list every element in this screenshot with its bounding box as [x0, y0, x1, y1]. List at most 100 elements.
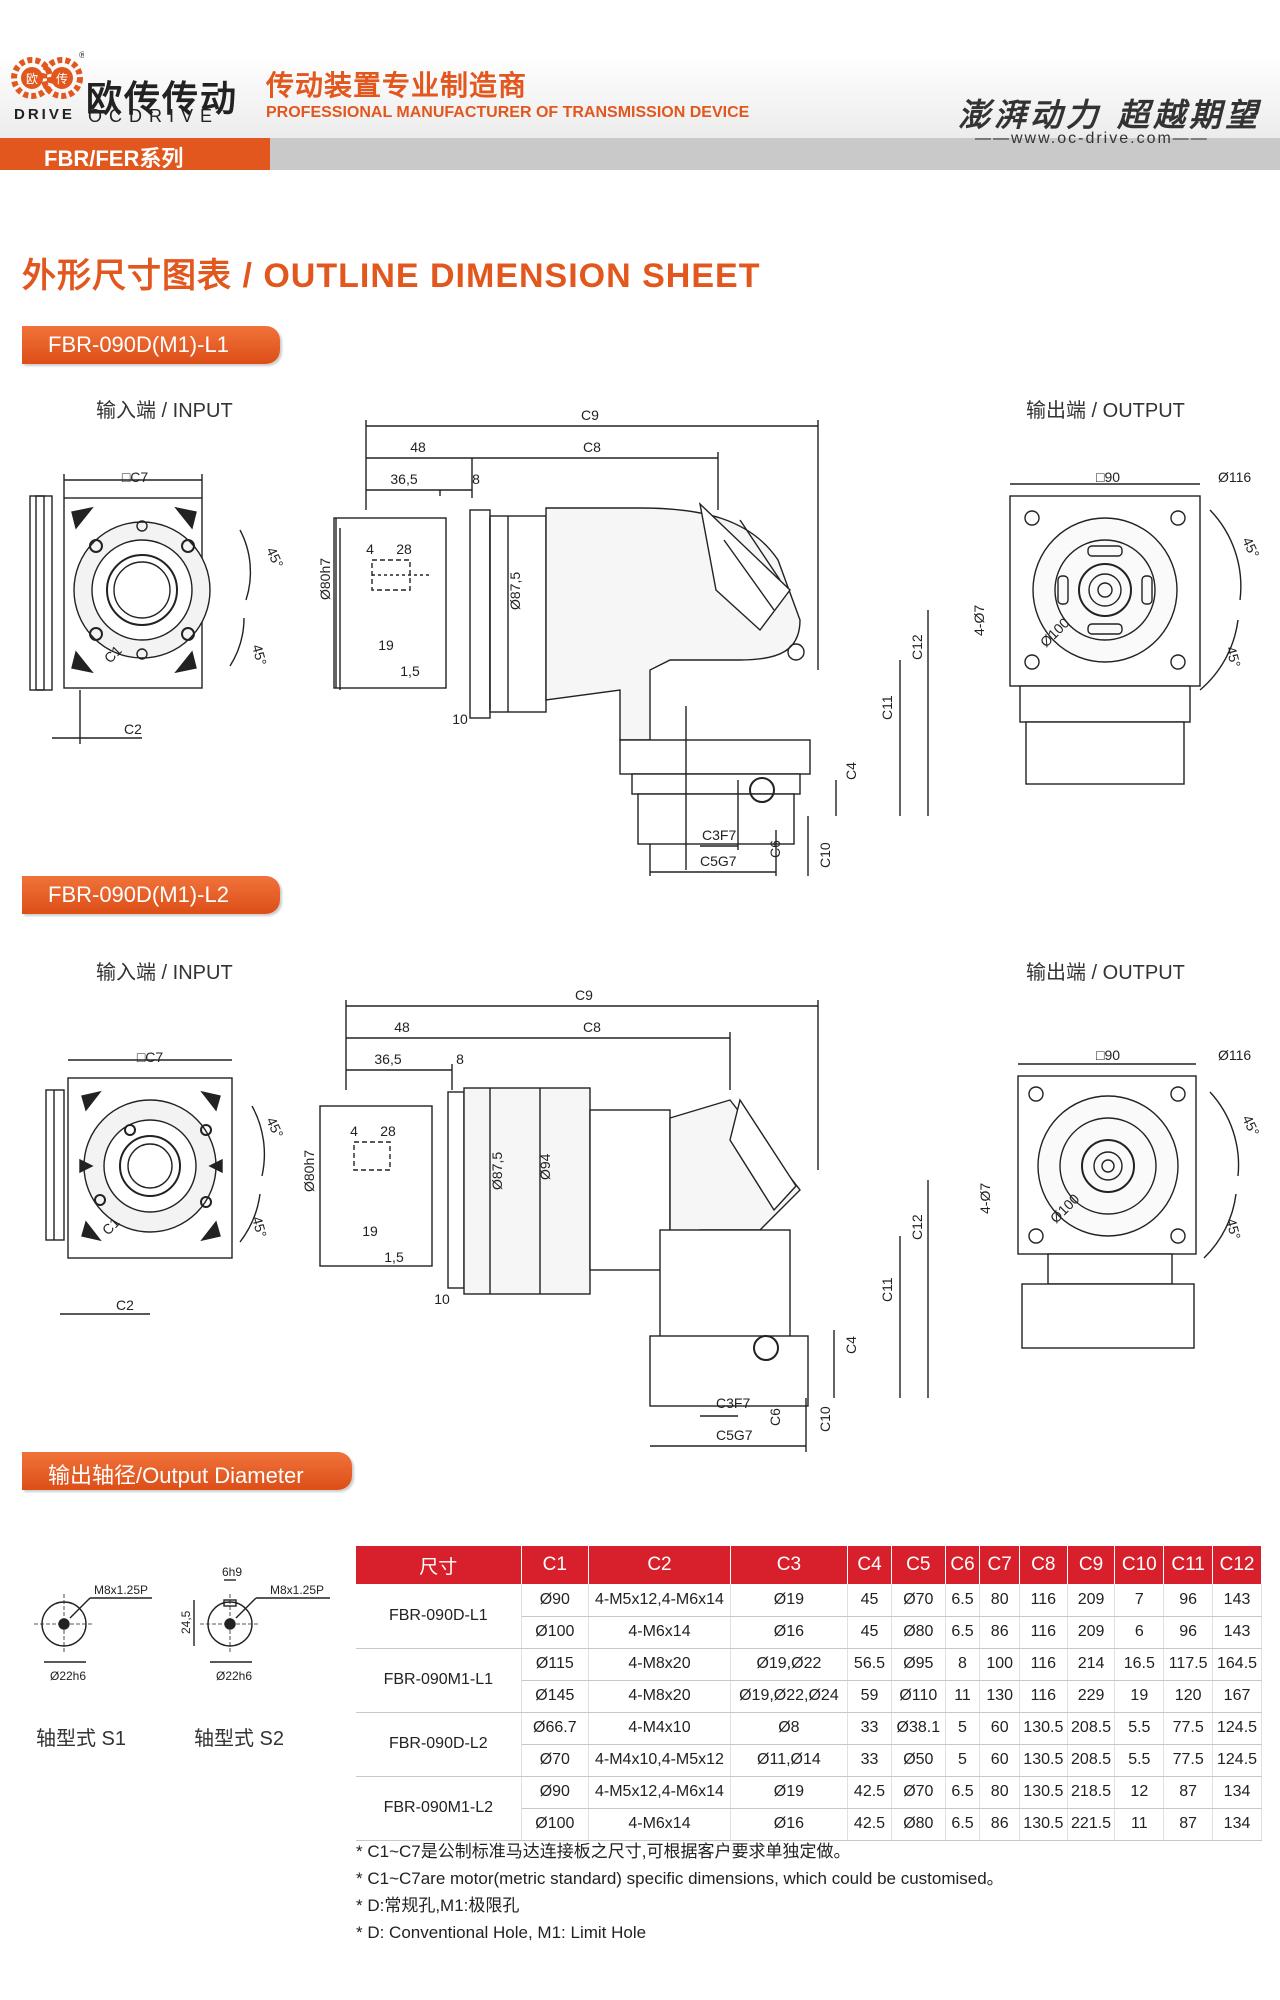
brand-name-cn: 欧传传动: [86, 78, 239, 119]
table-cell: 124.5: [1212, 1744, 1262, 1777]
dim-875-l2: Ø87,5: [489, 1152, 505, 1190]
table-cell: 134: [1212, 1808, 1262, 1841]
table-cell: 4-M6x14: [588, 1808, 731, 1841]
dim-c8-l1: C8: [583, 439, 601, 455]
series-tab: FBR/FER系列: [0, 138, 270, 171]
shaft-s1-label: 轴型式 S1: [36, 1728, 127, 1750]
table-cell: 7: [1114, 1584, 1165, 1617]
dim-c7-l1: □C7: [122, 469, 149, 485]
table-cell: 124.5: [1212, 1712, 1262, 1745]
table-cell: 167: [1212, 1680, 1262, 1713]
table-cell: 80: [979, 1776, 1020, 1809]
note-line: * D:常规孔,M1:极限孔: [356, 1896, 520, 1915]
dim-80-l1: Ø80h7: [317, 558, 333, 600]
dim-28-l1: 28: [396, 541, 412, 557]
angle-label-l1b: 45°: [249, 643, 270, 668]
table-cell: 209: [1067, 1616, 1116, 1649]
dim-c4-l2: C4: [843, 1336, 859, 1354]
svg-text:®: ®: [78, 51, 84, 61]
table-cell: Ø70: [891, 1776, 946, 1809]
table-header-cell: C7: [979, 1546, 1020, 1584]
dim-365-l2: 36,5: [374, 1051, 401, 1067]
angle-out-l2b: 45°: [1223, 1217, 1244, 1242]
table-cell: 6: [1114, 1616, 1165, 1649]
dim-c11-l1: C11: [879, 695, 895, 720]
notes: * C1~C7是公制标准马达连接板之尺寸,可根据客户要求单独定做。 * C1~C…: [356, 1838, 1004, 1946]
dim-sq90-l2: □90: [1096, 1047, 1120, 1063]
table-cell: Ø19,Ø22,Ø24: [730, 1680, 848, 1713]
table-cell: 130.5: [1019, 1808, 1068, 1841]
table-cell: 208.5: [1067, 1744, 1116, 1777]
s1-thread: M8x1.25P: [94, 1583, 148, 1597]
table-cell: 86: [979, 1616, 1020, 1649]
table-cell: 4-M4x10,4-M5x12: [588, 1744, 731, 1777]
table-cell: Ø80: [891, 1616, 946, 1649]
table-header-cell: C3: [730, 1546, 848, 1584]
dim-c4-l1: C4: [843, 762, 859, 780]
table-cell: 5: [945, 1744, 981, 1777]
table-cell: Ø19: [730, 1776, 848, 1809]
table-cell: 218.5: [1067, 1776, 1116, 1809]
table-cell: Ø80: [891, 1808, 946, 1841]
table-cell: 5.5: [1114, 1744, 1165, 1777]
table-cell: Ø16: [730, 1808, 848, 1841]
svg-text:欧: 欧: [26, 72, 38, 86]
shaft-s2-label: 轴型式 S2: [194, 1728, 285, 1750]
angle-label-l1a: 45°: [263, 545, 286, 571]
table-cell: Ø50: [891, 1744, 946, 1777]
s2-key: 6h9: [222, 1565, 242, 1579]
table-cell: 60: [979, 1712, 1020, 1745]
table-header-cell: C12: [1212, 1546, 1262, 1584]
table-cell: 86: [979, 1808, 1020, 1841]
sheet-title: 外形尺寸图表 / OUTLINE DIMENSION SHEET: [22, 257, 761, 295]
website-link[interactable]: ——www.oc-drive.com——: [975, 130, 1209, 147]
drawing-l1: □C7 C1 C2 45° 45°: [0, 400, 1280, 890]
dim-c7-l2: □C7: [137, 1049, 164, 1065]
dim-c10-l2: C10: [817, 1406, 833, 1432]
table-cell: 87: [1163, 1776, 1214, 1809]
dim-c9-l2: C9: [575, 987, 593, 1003]
angle-out-l2a: 45°: [1239, 1113, 1262, 1139]
tagline-cn: 传动装置专业制造商: [266, 70, 528, 101]
table-cell: 229: [1067, 1680, 1116, 1713]
model-cell: FBR-090M1-L2: [356, 1776, 522, 1841]
table-cell: Ø95: [891, 1648, 946, 1681]
dim-8-l1: 8: [472, 471, 480, 487]
table-cell: 4-M4x10: [588, 1712, 731, 1745]
dim-d116-l1: Ø116: [1218, 469, 1251, 485]
dim-28-l2: 28: [380, 1123, 396, 1139]
table-cell: 11: [945, 1680, 981, 1713]
table-cell: 130.5: [1019, 1712, 1068, 1745]
table-cell: 5.5: [1114, 1712, 1165, 1745]
angle-label-l2a: 45°: [263, 1115, 286, 1141]
table-cell: 208.5: [1067, 1712, 1116, 1745]
table-cell: 80: [979, 1584, 1020, 1617]
note-line: * D: Conventional Hole, M1: Limit Hole: [356, 1923, 647, 1942]
dim-80-l2: Ø80h7: [301, 1150, 317, 1192]
table-cell: 45: [847, 1584, 893, 1617]
dim-8-l2: 8: [456, 1051, 464, 1067]
model-cell: FBR-090D-L1: [356, 1584, 522, 1649]
table-cell: 130: [979, 1680, 1020, 1713]
table-cell: Ø90: [521, 1584, 590, 1617]
dim-c6-l2: C6: [767, 1408, 783, 1426]
header-gray-bar: [270, 138, 1280, 170]
dim-94-l2: Ø94: [537, 1153, 553, 1180]
dim-c2-l2: C2: [116, 1297, 134, 1313]
shaft-drawings: M8x1.25P Ø22h6 6h9 M8x1.25P 24,5 Ø22h6: [0, 1560, 1280, 1700]
table-cell: 87: [1163, 1808, 1214, 1841]
dim-c6-l1: C6: [767, 840, 783, 858]
table-cell: 164.5: [1212, 1648, 1262, 1681]
dim-c10-l1: C10: [817, 842, 833, 868]
side-view-drawing: [333, 420, 929, 876]
dim-10-l1: 10: [452, 711, 468, 727]
table-cell: Ø66.7: [521, 1712, 590, 1745]
angle-out-l1a: 45°: [1239, 535, 1262, 561]
table-cell: Ø70: [521, 1744, 590, 1777]
dim-407-l1: 4-Ø7: [971, 605, 987, 636]
shaft-s2-drawing: [193, 1579, 330, 1663]
table-header-cell: C10: [1114, 1546, 1165, 1584]
